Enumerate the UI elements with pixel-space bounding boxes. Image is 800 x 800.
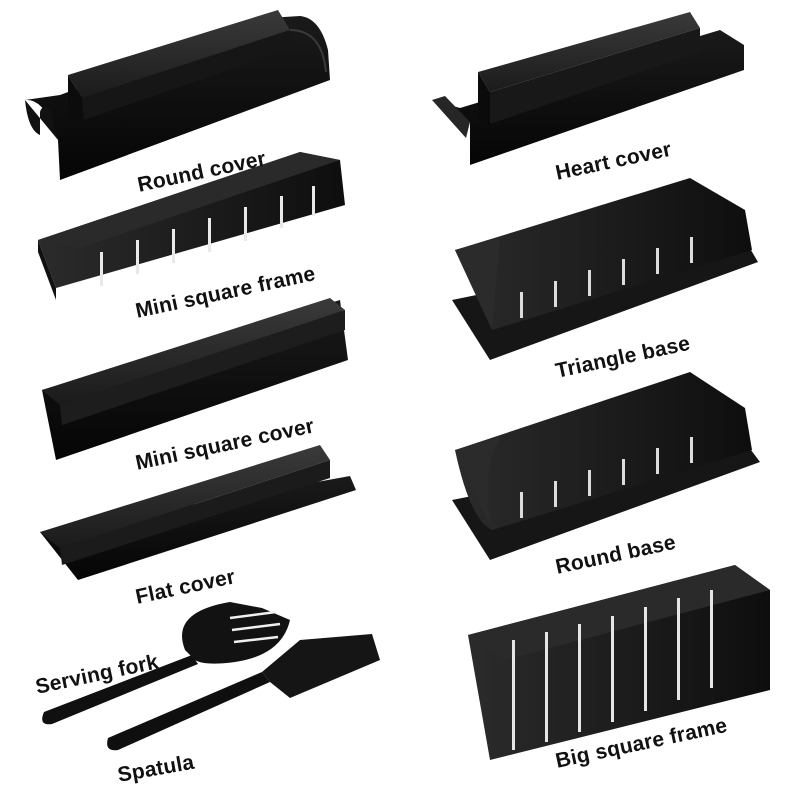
mini-square-cover-item [42,298,348,460]
round-cover-item [25,10,330,180]
mini-square-frame-item [38,152,345,300]
spatula-item [107,634,380,751]
triangle-base-item [452,178,758,360]
triangle-base-slots [520,237,693,318]
heart-cover-item [432,12,744,165]
mini-frame-slots [100,186,315,286]
big-square-frame-item [468,565,770,760]
round-base-item [452,372,760,560]
fork-tines [229,610,281,644]
big-frame-slots [512,590,713,750]
round-base-slots [520,437,693,518]
flat-cover-item [40,445,356,580]
serving-fork-item [42,602,290,725]
